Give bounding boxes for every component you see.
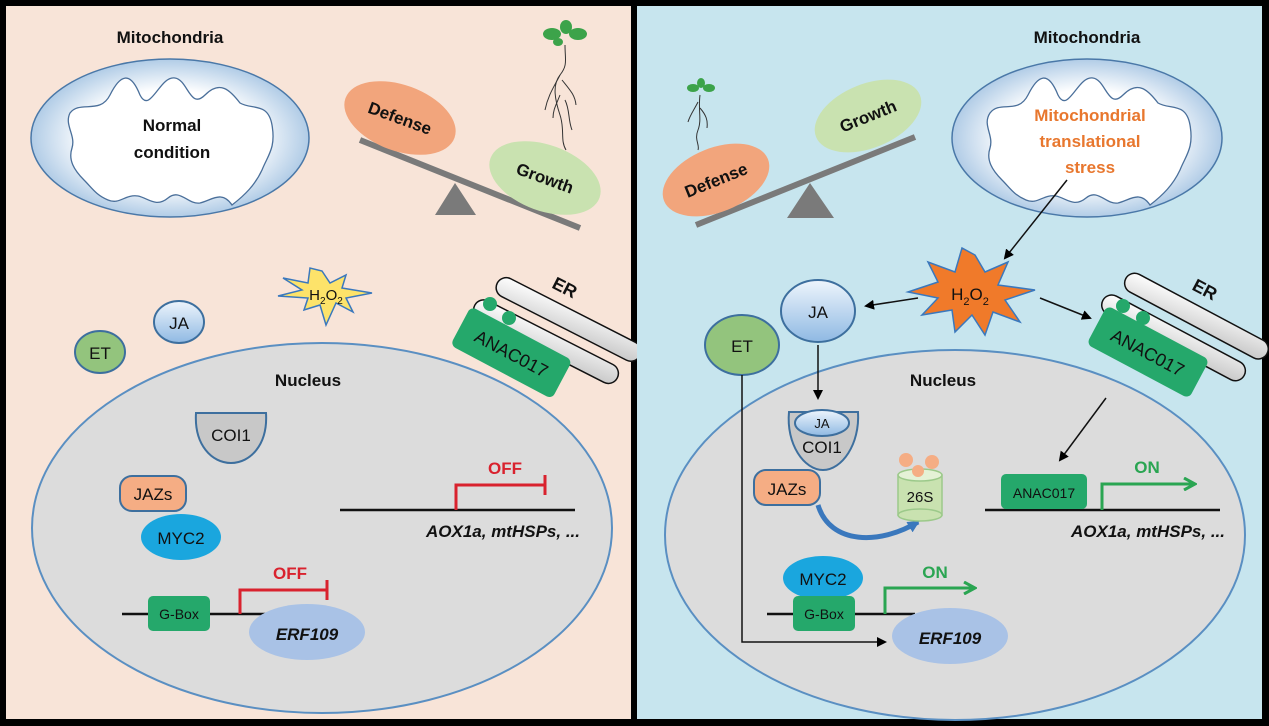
anac017-tf xyxy=(1088,307,1208,397)
myc2-label: MYC2 xyxy=(799,570,846,589)
off-promoter-arrow-erf109 xyxy=(238,588,327,614)
ja-label: JA xyxy=(169,314,190,333)
degraded-fragment-2 xyxy=(925,455,939,469)
jazs-repressor xyxy=(119,475,187,512)
anchor-dot-1 xyxy=(483,297,497,311)
nucleus-title: Nucleus xyxy=(275,371,341,390)
coi1-receptor xyxy=(194,412,268,465)
h2o2-label: H2O2 xyxy=(309,287,343,307)
h2o2-label: H2O2 xyxy=(951,285,989,308)
et-label: ET xyxy=(731,337,753,356)
on-label-aox1a: ON xyxy=(1134,458,1160,477)
anchor-dot-2 xyxy=(1136,311,1150,325)
mito-state-line2: translational xyxy=(1039,132,1140,151)
balance-fulcrum xyxy=(435,183,476,215)
anac017-bound-tf xyxy=(1001,474,1087,509)
right-panel: Mitochondria Mitochondrial translational… xyxy=(637,6,1269,721)
gbox-element xyxy=(793,596,855,631)
arrow-h2o2-to-ja xyxy=(864,297,919,310)
ja-molecule xyxy=(780,279,856,343)
erf109-gene xyxy=(892,608,1008,664)
erf109-label: ERF109 xyxy=(276,625,339,644)
balance-beam xyxy=(694,134,917,228)
on-label-erf109: ON xyxy=(922,563,948,582)
off-label-aox1a: OFF xyxy=(488,459,522,478)
erf109-label: ERF109 xyxy=(919,629,982,648)
arrow-mito-to-h2o2 xyxy=(1003,179,1068,260)
seedling-icon xyxy=(543,20,587,151)
ja-label: JA xyxy=(808,303,829,322)
degraded-fragment-1 xyxy=(899,453,913,467)
growth-weight xyxy=(814,79,922,153)
target-genes-label: AOX1a, mtHSPs, ... xyxy=(425,522,580,541)
coi1-label: COI1 xyxy=(802,438,842,457)
target-genes-label: AOX1a, mtHSPs, ... xyxy=(1070,522,1225,541)
balance-scale: Defense Growth xyxy=(662,79,922,228)
defense-weight xyxy=(344,81,456,155)
degradation-arrow xyxy=(815,504,920,541)
gbox-element xyxy=(148,596,210,631)
arrow-anac017-to-promoter xyxy=(1058,397,1107,462)
erf109-gene xyxy=(249,604,365,660)
mito-cristae xyxy=(67,77,274,206)
er-complex: ER ANAC017 xyxy=(1088,272,1269,397)
proteasome-26s: 26S xyxy=(897,453,943,522)
proteasome-bottom xyxy=(897,508,943,522)
balance-fulcrum xyxy=(787,183,834,218)
arrow-et-to-erf109 xyxy=(741,375,887,647)
h2o2-burst-shape xyxy=(277,267,373,328)
mitochondrion-stressed: Mitochondrial translational stress xyxy=(951,58,1223,218)
mitochondrion: Normal condition xyxy=(30,58,310,218)
mito-title: Mitochondria xyxy=(1034,28,1141,47)
ja-molecule xyxy=(153,300,205,344)
on-promoter-arrow-aox1a xyxy=(1100,484,1195,510)
mito-state-line1: Mitochondrial xyxy=(1034,106,1145,125)
degraded-fragment-3 xyxy=(912,465,924,477)
er-membrane-1 xyxy=(1123,272,1269,360)
mito-state-line3: stress xyxy=(1065,158,1115,177)
ja-bound-molecule xyxy=(794,409,850,437)
seedling-icon xyxy=(687,78,715,151)
gbox-label: G-Box xyxy=(804,606,844,622)
on-promoter-arrow-erf109 xyxy=(883,588,975,614)
anchor-dot-1 xyxy=(1116,299,1130,313)
arrow-h2o2-to-anac017 xyxy=(1039,297,1092,320)
h2o2-burst-low: H2O2 xyxy=(277,267,373,328)
mito-cristae xyxy=(986,77,1192,206)
defense-weight xyxy=(662,143,770,217)
left-panel: Mitochondria Normal condition Defense xyxy=(6,6,642,719)
et-molecule xyxy=(74,330,126,374)
h2o2-burst-shape xyxy=(905,246,1036,337)
anchor-dot-2 xyxy=(502,311,516,325)
growth-weight xyxy=(489,141,601,215)
off-promoter-arrow-aox1a xyxy=(454,483,545,510)
mito-title: Mitochondria xyxy=(117,28,224,47)
et-label: ET xyxy=(89,344,111,363)
coi1-label: COI1 xyxy=(211,426,251,445)
jazs-label: JAZs xyxy=(768,480,807,499)
myc2-tf xyxy=(141,514,221,560)
myc2-label: MYC2 xyxy=(157,529,204,548)
balance-beam xyxy=(358,137,582,231)
myc2-tf xyxy=(783,556,863,600)
nucleus-title: Nucleus xyxy=(910,371,976,390)
mito-state-line2: condition xyxy=(134,143,210,162)
jazs-label: JAZs xyxy=(134,485,173,504)
off-label-erf109: OFF xyxy=(273,564,307,583)
h2o2-burst-high: H2O2 xyxy=(905,246,1036,337)
balance-scale: Defense Growth xyxy=(344,81,601,231)
anac017-tf xyxy=(452,308,571,398)
ja-bound-label: JA xyxy=(814,416,830,431)
mito-state-line1: Normal xyxy=(143,116,202,135)
jazs-repressor xyxy=(753,469,821,506)
proteasome-label: 26S xyxy=(907,489,934,506)
anac017-bound-label: ANAC017 xyxy=(1013,485,1075,501)
gbox-label: G-Box xyxy=(159,606,199,622)
